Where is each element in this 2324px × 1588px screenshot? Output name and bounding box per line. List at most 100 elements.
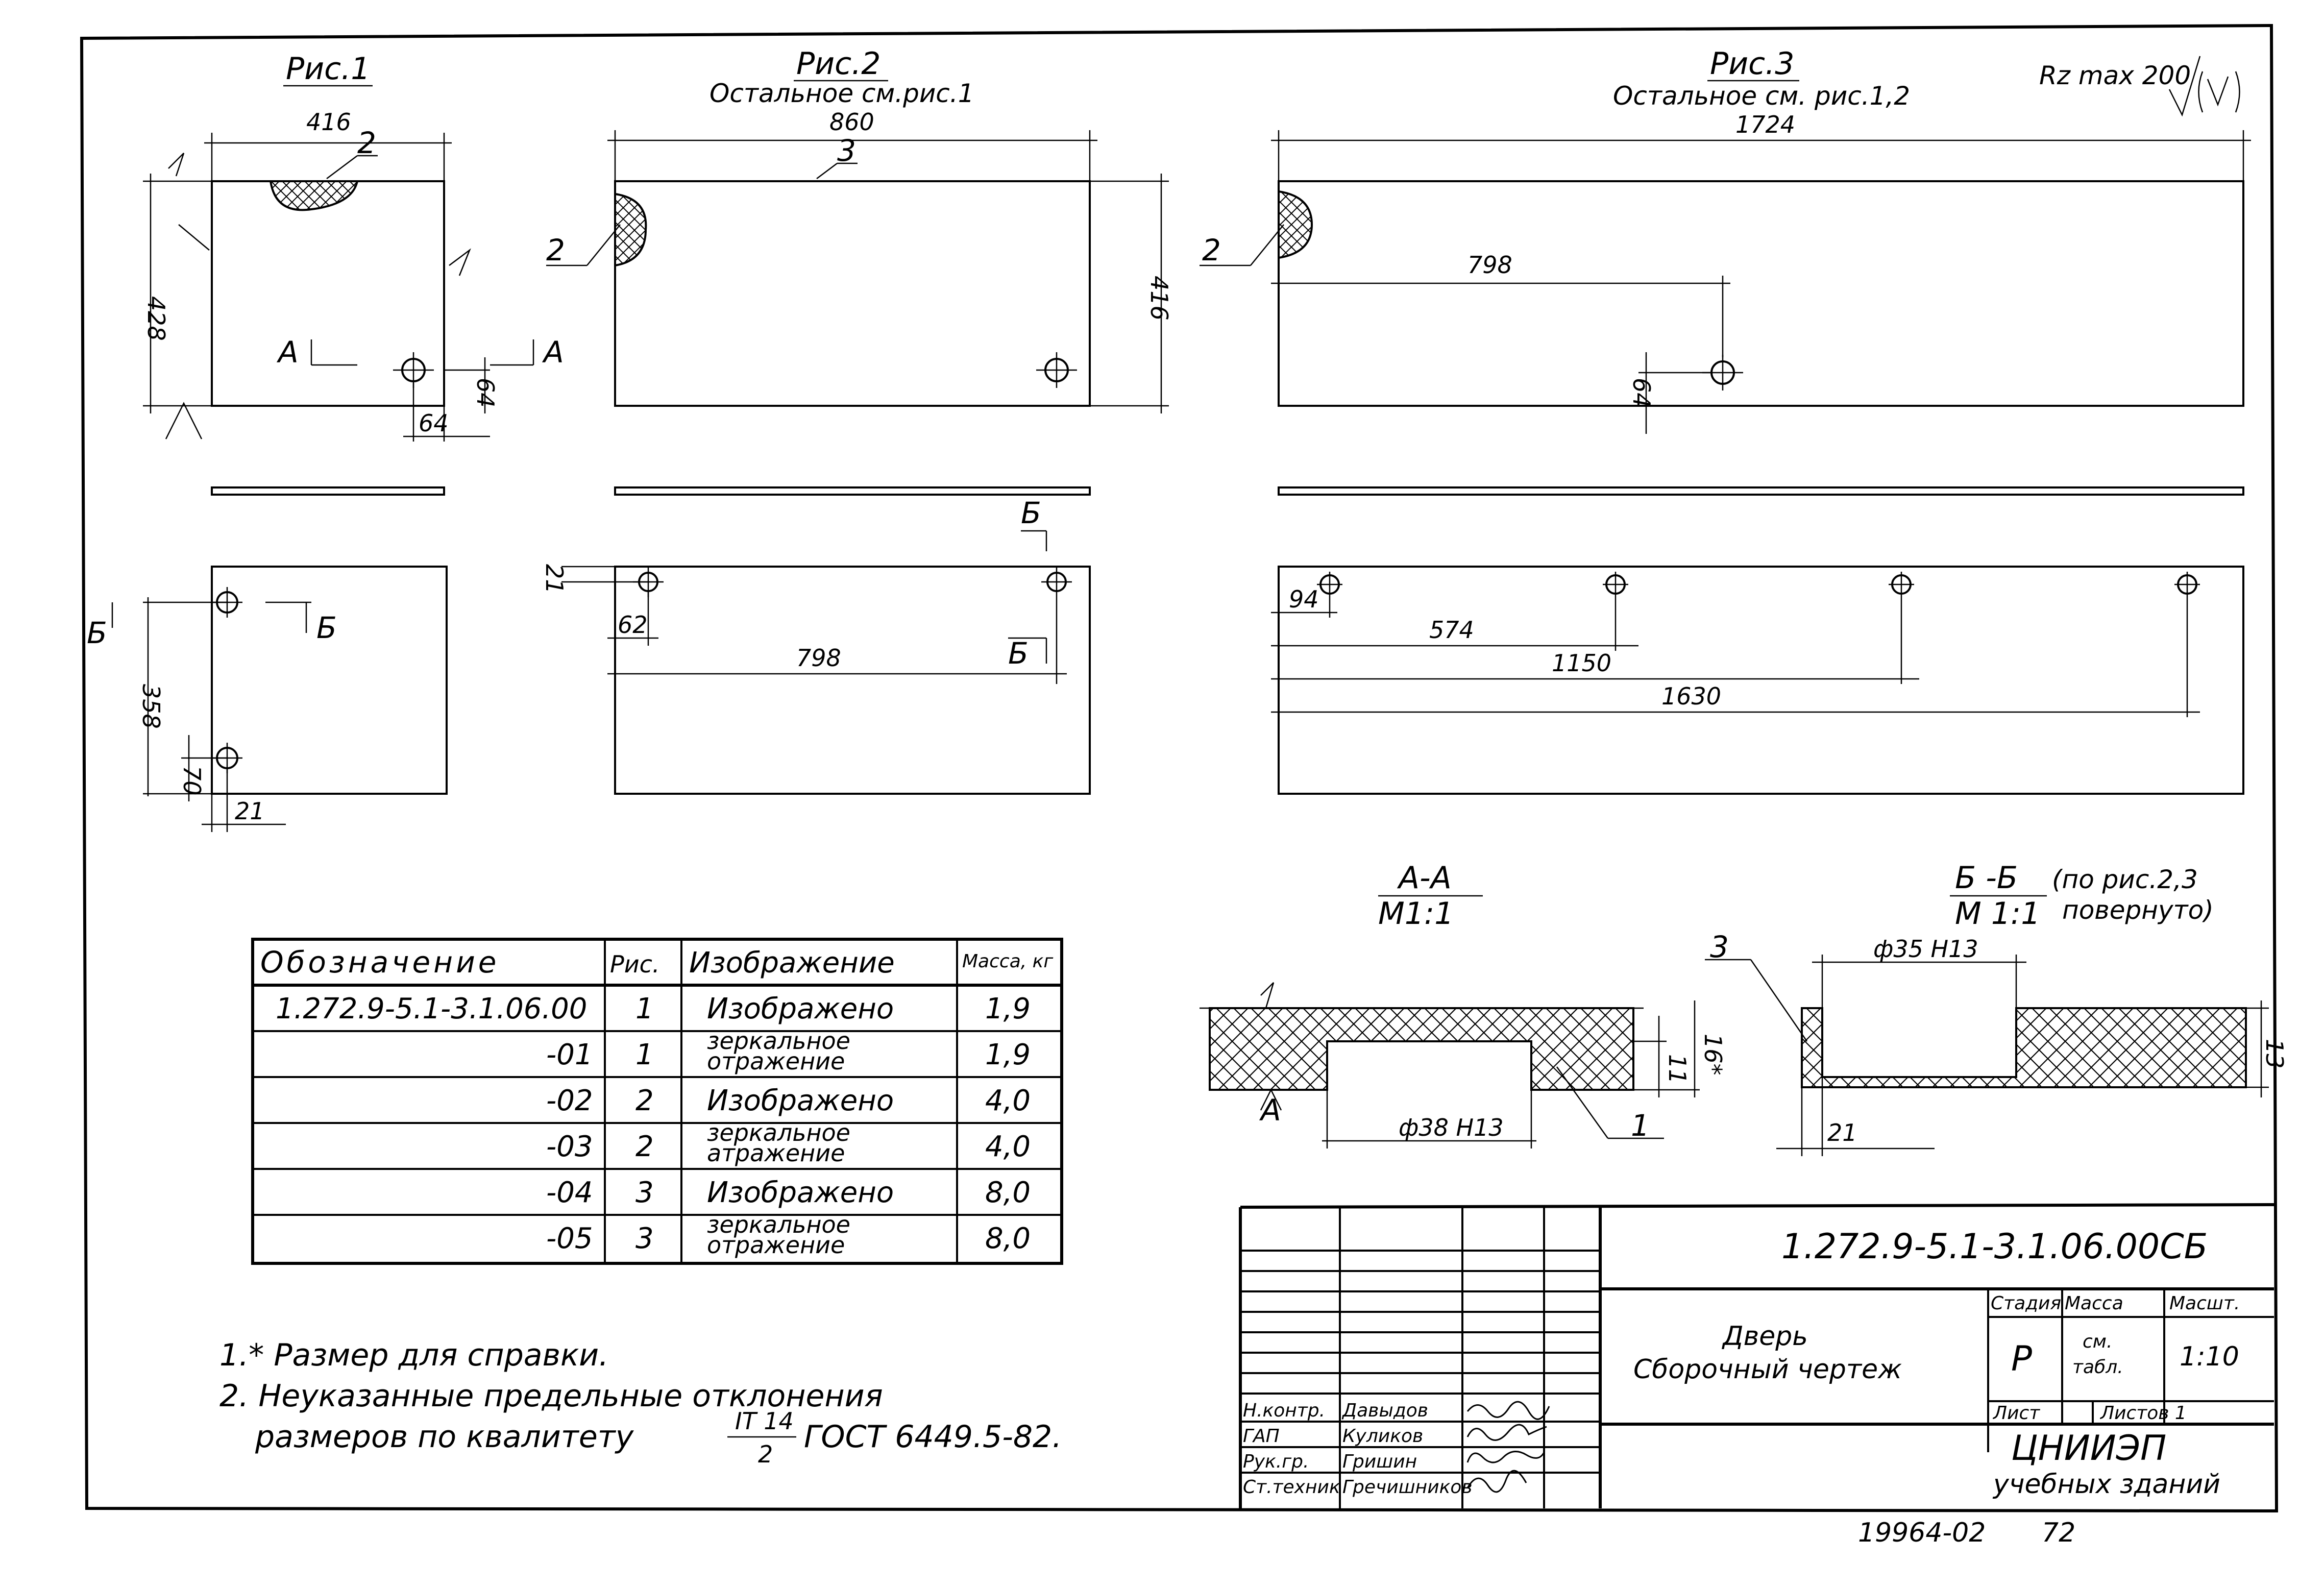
svg-text:-01: -01 <box>546 1038 593 1071</box>
fig3-dim-1630: 1630 <box>1661 682 1721 710</box>
fig3-dim-1150: 1150 <box>1552 649 1611 677</box>
stage-value: Р <box>2011 1339 2032 1379</box>
section-a-title: А-А <box>1397 860 1452 896</box>
sheets-label: Листов 1 <box>2099 1403 2187 1424</box>
title-block: 1.272.9-5.1-3.1.06.00СБ Дверь Сборочный … <box>1239 1203 2274 1508</box>
section-b-scale: М 1:1 <box>1955 896 2040 932</box>
table-header-image: Изображение <box>689 946 895 980</box>
organization-sub: учебных зданий <box>1992 1469 2220 1500</box>
scale-value: 1:10 <box>2180 1341 2239 1372</box>
svg-text:8,0: 8,0 <box>985 1176 1031 1209</box>
fig3-bottom-view <box>1278 566 2244 795</box>
section-a-a: А-А М1:1 ф38 H13 11 16* А 1 <box>1200 860 1727 1149</box>
svg-text:1: 1 <box>635 1038 654 1071</box>
sheet-border <box>80 23 2279 1513</box>
svg-text:атражение: атражение <box>707 1139 845 1167</box>
fig2-title: Рис.2 <box>796 46 880 82</box>
fig2-insert-2 <box>614 192 647 267</box>
table-row: -01 1 зеркальное отражение 1,9 <box>546 1027 1031 1075</box>
fig3-dim-width: 1724 <box>1735 111 1795 138</box>
svg-text:8,0: 8,0 <box>985 1222 1031 1255</box>
section-a-diameter: ф38 H13 <box>1399 1114 1504 1141</box>
fig2-dim-21: 21 <box>541 564 568 594</box>
table-row: -04 3 Изображено 8,0 <box>546 1176 1031 1209</box>
svg-text:3: 3 <box>635 1222 654 1255</box>
signature-2 <box>1466 1424 1547 1441</box>
fig3-dim-574: 574 <box>1429 616 1474 644</box>
fig2-pos-3: 3 <box>837 133 856 168</box>
svg-text:2: 2 <box>635 1084 654 1117</box>
section-b-note2: повернуто) <box>2062 895 2214 925</box>
svg-text:-03: -03 <box>546 1130 593 1163</box>
svg-text:отражение: отражение <box>707 1047 845 1075</box>
mass-header: Масса <box>2065 1293 2123 1314</box>
svg-text:2: 2 <box>635 1130 654 1163</box>
fig1-dim-21: 21 <box>235 797 265 825</box>
svg-text:4,0: 4,0 <box>985 1084 1031 1117</box>
table-row: -05 3 зеркальное отражение 8,0 <box>546 1211 1031 1259</box>
fig1-dim-height: 428 <box>142 296 170 341</box>
fig1-bottom-view <box>211 566 448 795</box>
section-b-pos-3: 3 <box>1710 930 1729 964</box>
fig3-title: Рис.3 <box>1710 46 1794 82</box>
note-2-line-1: 2. Неуказанные предельные отклонения <box>219 1378 883 1414</box>
fig3-edge-view <box>1278 486 2244 496</box>
fig3-plate <box>1278 180 2244 407</box>
svg-text:1: 1 <box>635 992 654 1025</box>
fig2-bottom-view <box>614 566 1091 795</box>
fig1-edge-view <box>211 486 445 496</box>
svg-text:-05: -05 <box>546 1222 593 1255</box>
fig2-dim-width: 860 <box>829 108 874 136</box>
stage-header: Стадия <box>1991 1293 2061 1314</box>
role-gap: ГАП <box>1243 1426 1280 1447</box>
fig3-dim-94: 94 <box>1289 585 1319 613</box>
fig1-sec-a-left: А <box>276 335 299 370</box>
figure-1: Рис.1 2 416 428 А А 6 <box>87 51 564 832</box>
signature-1 <box>1466 1401 1550 1420</box>
signature-3 <box>1466 1451 1545 1463</box>
section-a-scale: М1:1 <box>1378 896 1454 932</box>
section-a-pos-1: 1 <box>1631 1108 1650 1143</box>
fig1-dim-hole-v: 64 <box>472 378 499 408</box>
mass-value-1: см. <box>2083 1331 2112 1352</box>
fig2-dim-62: 62 <box>618 611 648 639</box>
fig3-dim-64: 64 <box>1628 378 1655 408</box>
table-header-mass: Масса, кг <box>962 951 1054 972</box>
roughness-check-icon <box>2168 56 2201 117</box>
table-header-code: Обозначение <box>260 945 499 980</box>
svg-text:отражение: отражение <box>707 1231 845 1259</box>
figure-2: Рис.2 Остальное см.рис.1 2 860 3 416 <box>541 46 1173 795</box>
archive-number: 19964-02 <box>1858 1518 1986 1548</box>
svg-text:зеркальное: зеркальное <box>707 1027 850 1055</box>
svg-text:1,9: 1,9 <box>985 992 1031 1025</box>
table-row: -02 2 Изображено 4,0 <box>546 1084 1031 1117</box>
fig3-insert-2 <box>1278 190 1313 259</box>
fig2-plate <box>614 180 1091 407</box>
svg-text:Изображено: Изображено <box>707 1084 894 1117</box>
page-number: 72 <box>2042 1518 2075 1548</box>
fig2-pos-2: 2 <box>546 233 565 267</box>
section-b-note1: (по рис.2,3 <box>2052 865 2198 894</box>
fig2-dim-798: 798 <box>796 644 841 672</box>
name-kulikov: Куликов <box>1342 1426 1423 1447</box>
section-b-dim-13: 13 <box>2261 1039 2288 1069</box>
scale-header: Масшт. <box>2169 1293 2240 1314</box>
fig2-edge-view <box>614 486 1091 496</box>
svg-text:4,0: 4,0 <box>985 1130 1031 1163</box>
fig2-sec-b-top: Б <box>1021 496 1041 530</box>
fig3-pos-2: 2 <box>1202 233 1221 267</box>
table-row: 1.272.9-5.1-3.1.06.00 1 Изображено 1,9 <box>276 992 1031 1025</box>
table-header-fig: Рис. <box>610 950 660 978</box>
name-grechishnikov: Гречишников <box>1342 1477 1473 1498</box>
section-b-diameter: ф35 H13 <box>1873 935 1978 963</box>
figure-3: Рис.3 Остальное см. рис.1,2 2 1724 798 6… <box>1200 46 2251 795</box>
fig1-sec-b-right: Б <box>316 610 337 645</box>
role-ruk-gr: Рук.гр. <box>1243 1451 1309 1472</box>
fig1-dim-70: 70 <box>178 766 206 796</box>
svg-text:Изображено: Изображено <box>707 992 894 1025</box>
note-2-line-2: размеров по квалитету <box>255 1419 634 1455</box>
note-1: 1.* Размер для справки. <box>219 1337 608 1373</box>
role-st-tekhnik: Ст.техник <box>1243 1477 1340 1498</box>
organization-name: ЦНИИЭП <box>2011 1428 2166 1469</box>
